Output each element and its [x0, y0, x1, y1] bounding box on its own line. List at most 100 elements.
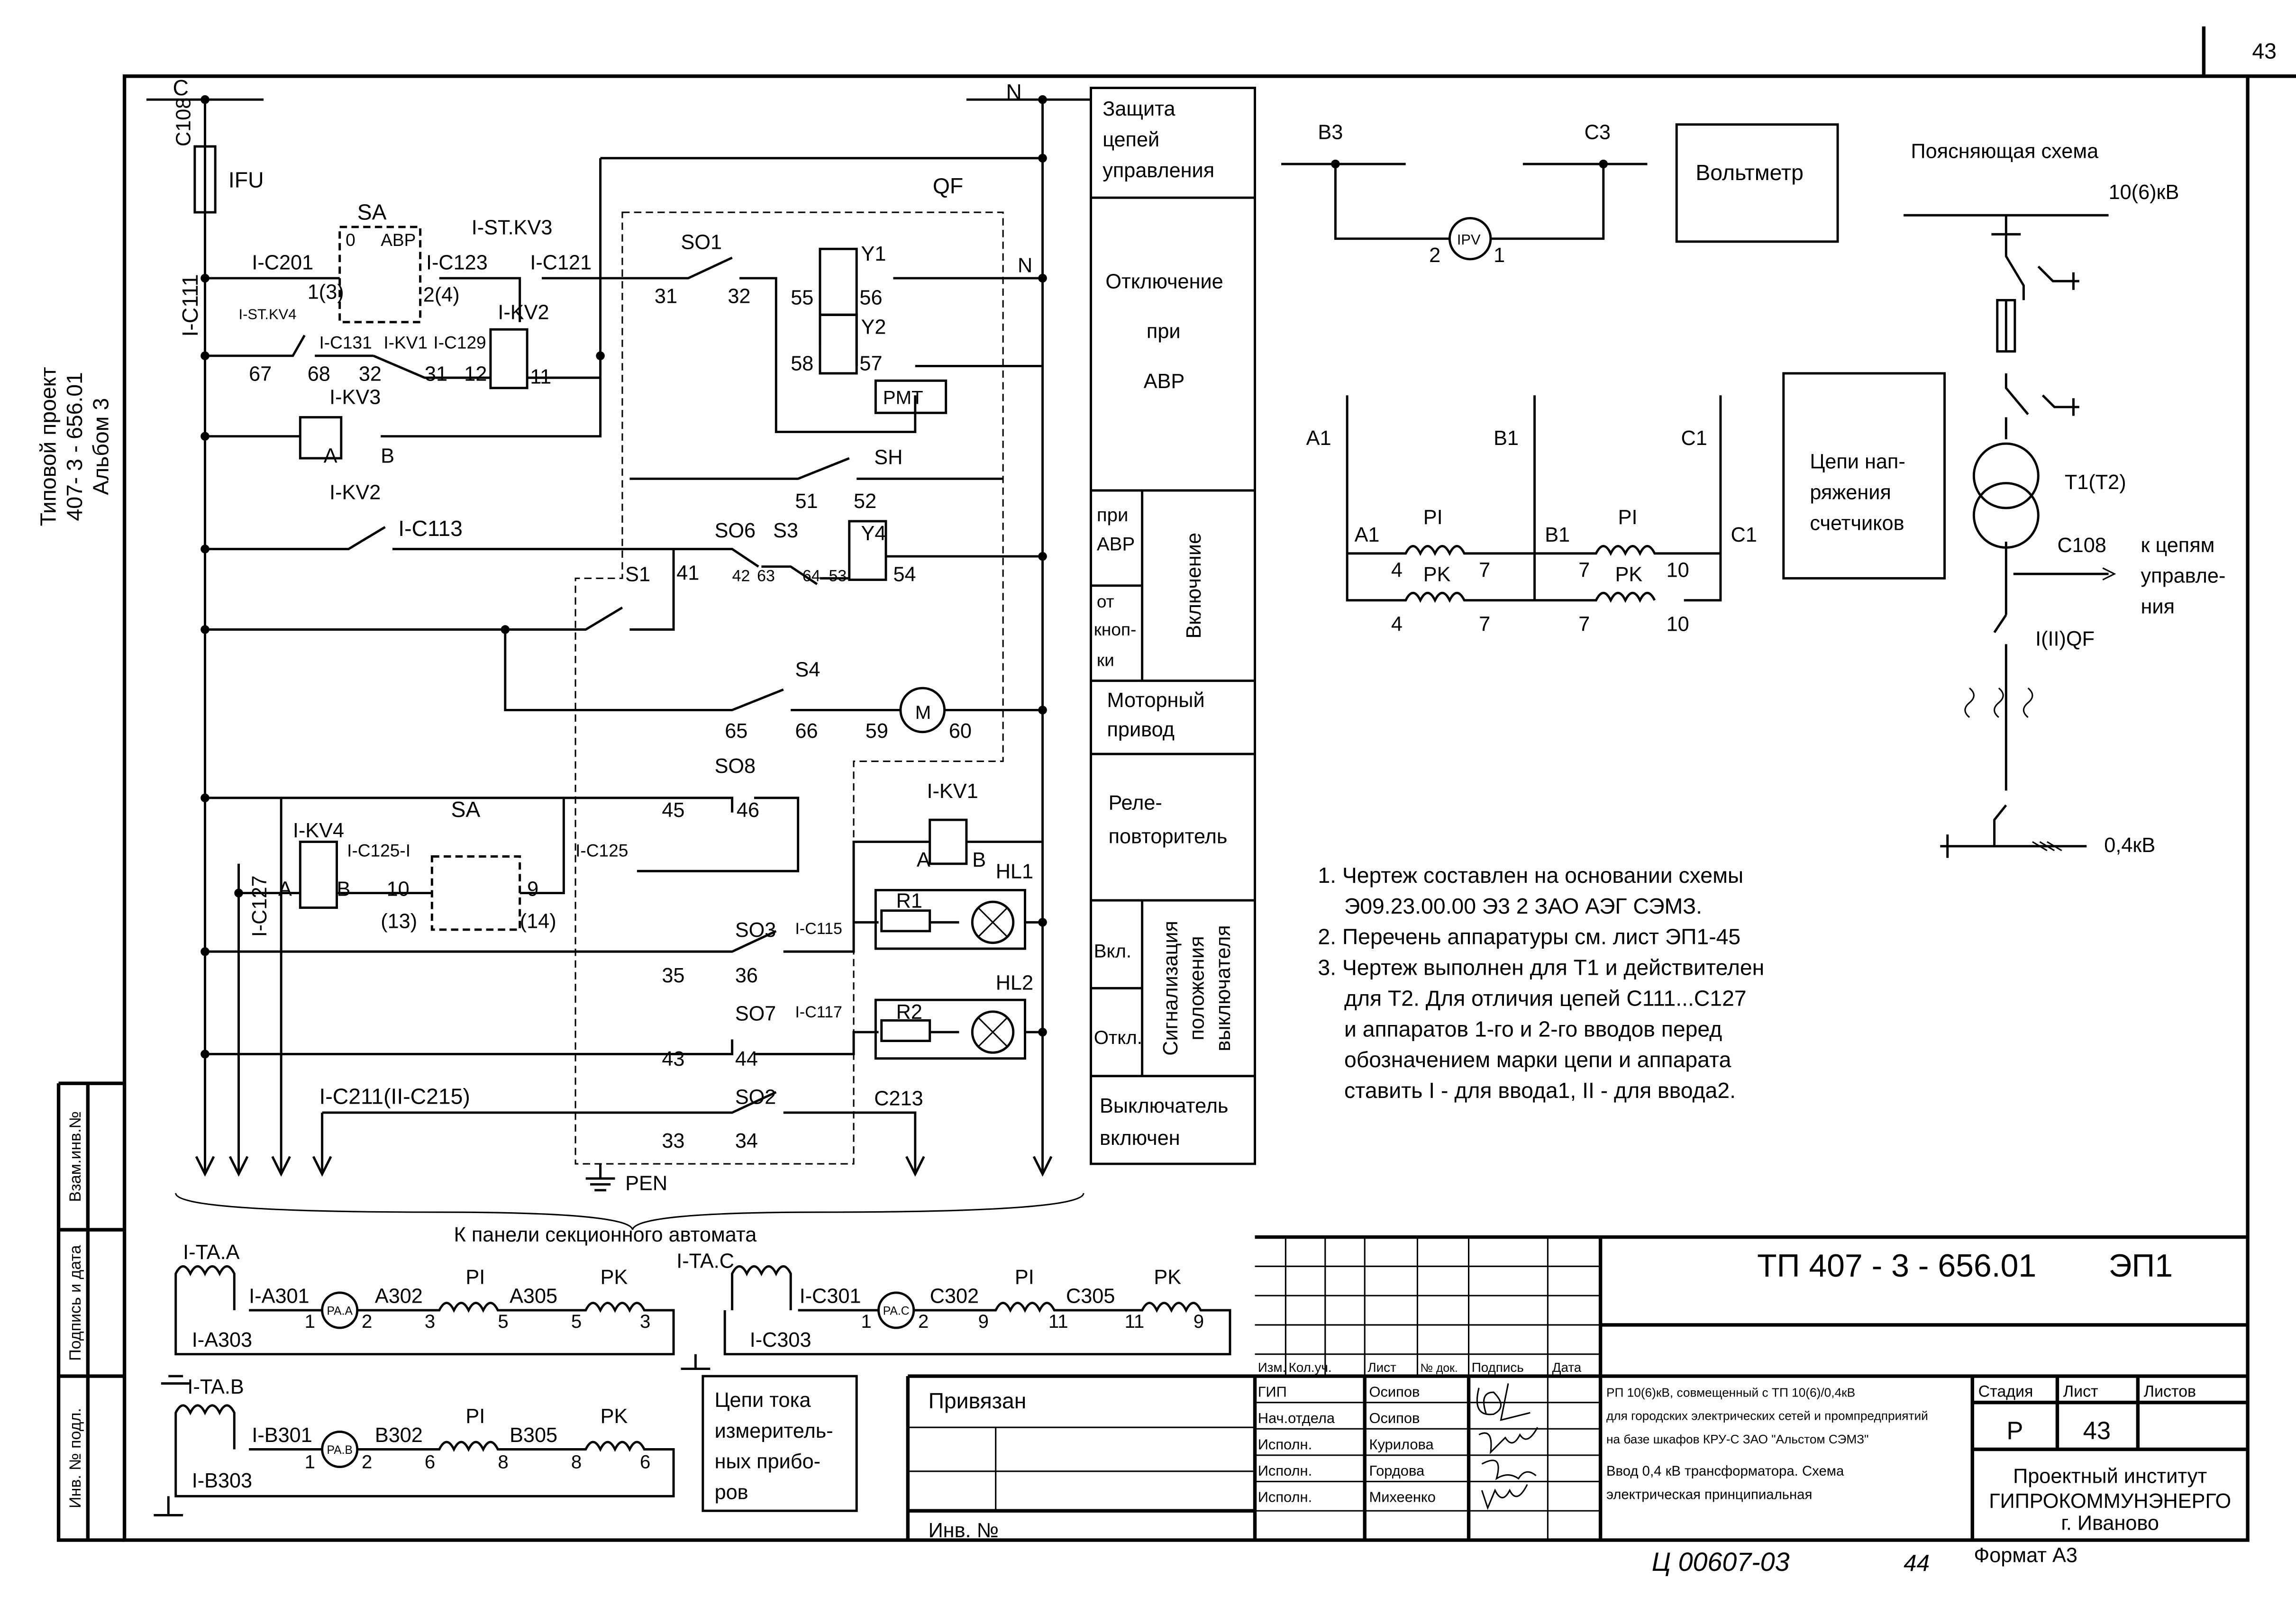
label-sch-sa_0: 0	[346, 230, 355, 250]
explanatory-diagram	[1904, 214, 2116, 858]
label-meter-n4: 4	[1391, 559, 1403, 581]
label-ct-n8: 8	[498, 1451, 508, 1473]
label-tb-rows-3-role: Исполн.	[1258, 1462, 1312, 1479]
label-stamp-l1: Типовой проект	[36, 367, 60, 526]
label-ct-box-3: ров	[715, 1481, 748, 1504]
label-stamp-l3: Альбом 3	[89, 398, 113, 495]
label-ct-a302: A302	[375, 1285, 423, 1308]
label-column-otkl-2: АВР	[1144, 370, 1185, 393]
label-sch-tA3: A	[917, 849, 930, 871]
label-sch-ic117: I-C117	[795, 1003, 842, 1021]
label-tb-rows-2-role: Исполн.	[1258, 1436, 1312, 1453]
label-sch-ikv3: I-KV3	[329, 386, 381, 409]
drawing-frame	[56, 26, 2296, 1542]
label-sch-t59: 59	[866, 720, 888, 743]
label-sch-t24: 2(4)	[423, 284, 460, 307]
label-tb-desc2-0: Ввод 0,4 кВ трансформатора. Схема	[1606, 1463, 1844, 1479]
label-sch-sa2: SA	[451, 797, 481, 822]
label-column-sign-1: положения	[1185, 936, 1208, 1040]
label-column-vkl: Включение	[1183, 533, 1205, 639]
function-column	[1090, 86, 1256, 1165]
label-privyazan-label: Привязан	[929, 1388, 1027, 1413]
label-meter-c1: C1	[1681, 427, 1707, 450]
label-tb-rows-2-name: Курилова	[1369, 1436, 1434, 1453]
label-meter-box-1: ряжения	[1810, 481, 1891, 504]
label-sch-c: C	[173, 75, 189, 100]
label-sch-c213: C213	[874, 1088, 923, 1110]
label-column-rele-1: повторитель	[1109, 825, 1228, 848]
label-ct-pi: PI	[465, 1405, 485, 1428]
label-ct-pk: PK	[601, 1405, 628, 1428]
label-footer-format: Формат А3	[1974, 1544, 2077, 1567]
label-sch-t67: 67	[249, 363, 272, 385]
label-sch-ikv2a: I-KV2	[498, 301, 549, 324]
label-expl-tr: T1(T2)	[2065, 471, 2126, 494]
label-notes-0: 1. Чертеж составлен на основании схемы	[1318, 863, 1743, 888]
label-tb-desc1-2: на базе шкафов КРУ-С ЗАО "Альстом СЭМЗ"	[1606, 1432, 1868, 1446]
label-sch-so8: SO8	[715, 755, 756, 778]
label-sch-r1: R1	[896, 889, 922, 912]
label-sch-t46: 46	[737, 799, 759, 822]
label-sch-t66: 66	[795, 720, 818, 743]
label-notes-7: ставить I - для ввода1, II - для ввода2.	[1344, 1078, 1736, 1103]
label-sch-ikv2b: I-KV2	[329, 481, 381, 504]
label-notes-5: и аппаратов 1-го и 2-го вводов перед	[1344, 1016, 1722, 1041]
label-ct-ita_a: I-TA.A	[183, 1241, 239, 1264]
label-sch-t34: 34	[735, 1130, 758, 1152]
label-tb-rows-1-name: Осипов	[1369, 1410, 1420, 1426]
label-notes-6: обозначением марки цепи и аппарата	[1344, 1047, 1731, 1072]
label-sch-t45: 45	[662, 799, 684, 822]
signature-miheenko	[1481, 1484, 1528, 1510]
label-ct-pac: PA.C	[883, 1305, 910, 1317]
label-meter-n7: 7	[1479, 559, 1490, 581]
label-notes-3: 3. Чертеж выполнен для Т1 и действителен	[1318, 955, 1764, 980]
label-tb-head-2: Лист	[1367, 1360, 1396, 1375]
label-ct-n3: 3	[425, 1311, 435, 1332]
label-tb-stage: Р	[2006, 1417, 2023, 1445]
label-sch-t14: (14)	[520, 910, 556, 933]
label-sch-t11: 11	[530, 366, 551, 389]
label-sch-ic129: I-C129	[433, 332, 486, 352]
label-ct-n11: 11	[1125, 1311, 1145, 1332]
label-margin-podp: Подпись и дата	[66, 1245, 84, 1360]
label-ct-ita_c: I-TA.C	[676, 1250, 734, 1272]
label-sch-y1: Y1	[861, 243, 886, 265]
label-column-sign-2: выключателя	[1212, 925, 1235, 1051]
control-wiring	[146, 95, 1091, 1230]
current-transformer-circuits	[154, 1265, 1231, 1516]
label-sch-t54: 54	[893, 563, 916, 586]
label-tb-sheet_h: Лист	[2063, 1382, 2098, 1400]
label-ct-pi: PI	[465, 1266, 485, 1288]
label-volt-ipv: IPV	[1457, 231, 1481, 248]
label-sch-ic127: I-C127	[248, 875, 271, 937]
label-margin-inv: Инв. № подл.	[66, 1408, 84, 1508]
label-tb-inst-2: г. Иваново	[2061, 1512, 2159, 1534]
label-column-vkl2: Вкл.	[1094, 941, 1131, 962]
label-ct-pk: PK	[601, 1266, 628, 1288]
label-sch-ic131: I-C131	[319, 332, 372, 352]
label-sch-ic123: I-C123	[426, 252, 488, 274]
label-sch-sh: SH	[874, 446, 902, 469]
label-sheet_number: 43	[2252, 39, 2277, 63]
label-ct-box-0: Цепи тока	[715, 1389, 811, 1412]
label-sch-tB2: B	[337, 878, 351, 901]
label-sch-qf: QF	[933, 173, 963, 198]
label-volt-c3: C3	[1585, 121, 1611, 144]
label-meter-n10: 10	[1667, 559, 1689, 581]
label-column-pri_avr-1: АВР	[1097, 534, 1135, 555]
label-expl-c108: C108	[2057, 534, 2106, 557]
label-sch-s4: S4	[795, 658, 820, 681]
label-meter-b1: B1	[1494, 427, 1519, 450]
label-sch-t60: 60	[949, 720, 972, 743]
label-sch-t42: 42	[732, 567, 750, 585]
label-volt-box: Вольтметр	[1695, 160, 1803, 185]
label-sch-ic125i: I-C125-I	[347, 840, 410, 860]
label-expl-lv: 0,4кВ	[2104, 834, 2155, 857]
label-meter-box-2: счетчиков	[1810, 512, 1904, 535]
label-column-zash-1: цепей	[1102, 128, 1159, 151]
label-tb-stage_h: Стадия	[1978, 1382, 2033, 1400]
label-sch-m: M	[915, 702, 931, 723]
label-sch-t10: 10	[387, 878, 410, 901]
